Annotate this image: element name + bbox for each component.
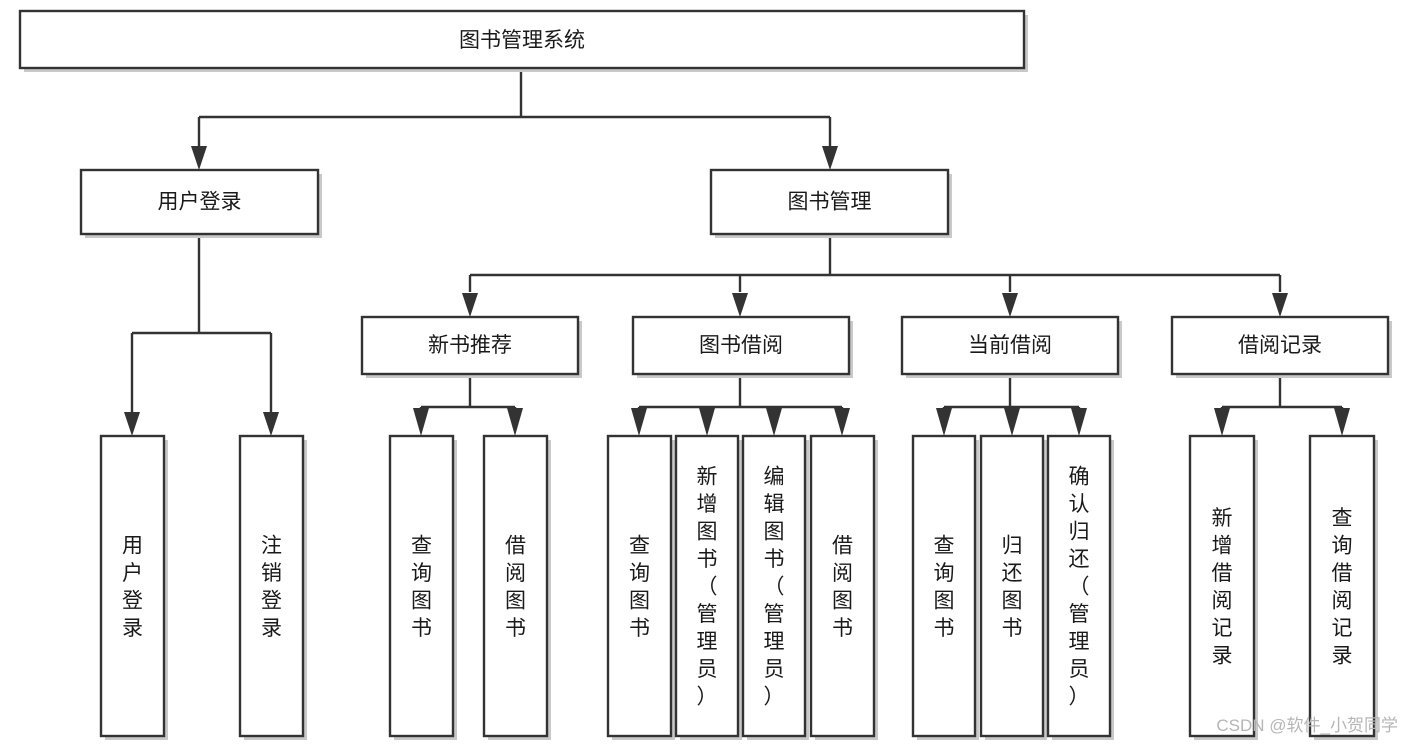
node-leaf-query-book-1-box (388, 434, 455, 738)
node-leaf-confirm-return-admin[interactable]: 确认归还（管理员） (1046, 434, 1114, 740)
node-borrow-record-box (1170, 315, 1390, 376)
node-new-book-recommend-box (360, 315, 580, 376)
arrowhead-leaf-edit-book-admin (766, 408, 782, 436)
node-leaf-add-book-admin[interactable]: 新增图书（管理员） (674, 434, 742, 740)
node-leaf-return-book[interactable]: 归还图书 (979, 434, 1047, 740)
arrowhead-current-borrow (1002, 293, 1018, 317)
node-leaf-query-book-1-label: 查询图书 (411, 534, 432, 640)
leaf-node-layer: 用户登录 注销登录 查询图书 借阅图书 查询图书 新增图书（管理员） 编辑图书（管理员） 借阅… (99, 434, 1378, 740)
arrowhead-leaf-add-borrow-record (1214, 408, 1230, 436)
arrowhead-leaf-return-book (1004, 408, 1020, 436)
node-root[interactable]: 图书管理系统 (18, 9, 1028, 72)
node-borrow-record[interactable]: 借阅记录 (1170, 315, 1392, 378)
node-leaf-return-book-box (979, 434, 1045, 738)
node-current-borrow-box (900, 315, 1120, 376)
edge-currentborrow-trunk (942, 374, 1081, 412)
arrowhead-leaf-borrow-book-1 (507, 408, 523, 436)
node-leaf-query-borrow-record-box (1308, 434, 1376, 738)
arrowhead-book-borrow (732, 293, 748, 317)
node-new-book-recommend-label: 新书推荐 (428, 334, 512, 357)
arrowhead-leaf-query-book-1 (413, 408, 429, 436)
node-new-book-recommend[interactable]: 新书推荐 (360, 315, 582, 378)
node-leaf-add-book-admin-label: 新增图书（管理员） (697, 466, 718, 709)
node-leaf-user-login[interactable]: 用户登录 (99, 434, 168, 740)
node-leaf-query-book-2-label: 查询图书 (629, 534, 650, 640)
node-leaf-query-book-3-label: 查询图书 (934, 534, 955, 640)
arrowhead-leaf-add-book-admin (699, 408, 715, 436)
node-book-manage-label: 图书管理 (788, 191, 872, 214)
arrowhead-leaf-user-login (124, 412, 140, 436)
node-leaf-add-book-admin-box (674, 434, 740, 738)
node-leaf-user-login-box (99, 434, 166, 738)
node-book-manage[interactable]: 图书管理 (709, 168, 952, 238)
edge-newbook-trunk (419, 374, 517, 412)
edge-borrowrecord-trunk (1220, 374, 1344, 412)
node-leaf-user-login-label: 用户登录 (122, 534, 143, 640)
arrowhead-leaf-logout-login (263, 412, 279, 436)
node-book-borrow-box (631, 315, 851, 376)
node-leaf-query-book-2[interactable]: 查询图书 (606, 434, 675, 740)
node-book-borrow[interactable]: 图书借阅 (631, 315, 853, 378)
node-leaf-add-borrow-record[interactable]: 新增借阅记录 (1188, 434, 1258, 740)
node-user-login[interactable]: 用户登录 (79, 168, 322, 238)
arrowhead-borrow-record (1272, 293, 1288, 317)
node-leaf-query-book-1[interactable]: 查询图书 (388, 434, 457, 740)
node-leaf-borrow-book-1[interactable]: 借阅图书 (482, 434, 551, 740)
node-leaf-query-borrow-record[interactable]: 查询借阅记录 (1308, 434, 1378, 740)
node-leaf-borrow-book-2-label: 借阅图书 (832, 534, 853, 640)
node-book-manage-box (709, 168, 950, 236)
node-leaf-add-borrow-record-label: 新增借阅记录 (1212, 507, 1233, 668)
arrowhead-leaf-query-book-2 (631, 408, 647, 436)
node-user-login-label: 用户登录 (158, 191, 242, 214)
arrowhead-leaf-query-book-3 (936, 408, 952, 436)
arrowhead-book-manage (822, 146, 838, 170)
connector-lines (124, 68, 1350, 436)
edge-userlogin-trunk (130, 234, 273, 412)
node-leaf-confirm-return-admin-box (1046, 434, 1112, 738)
edge-bookborrow-trunk (637, 374, 844, 412)
node-current-borrow-label: 当前借阅 (968, 334, 1052, 357)
arrowhead-leaf-query-borrow-record (1334, 408, 1350, 436)
node-borrow-record-label: 借阅记录 (1238, 334, 1322, 357)
csdn-watermark: CSDN @软件_小贺同学 (1216, 716, 1398, 735)
node-root-box (18, 9, 1026, 70)
edge-bookmanage-trunk (468, 234, 1282, 292)
node-leaf-add-borrow-record-box (1188, 434, 1256, 738)
node-leaf-borrow-book-1-label: 借阅图书 (505, 534, 526, 640)
arrowhead-leaf-borrow-book-2 (834, 408, 850, 436)
node-leaf-confirm-return-admin-label: 确认归还（管理员） (1069, 466, 1090, 709)
node-leaf-logout-login-label: 注销登录 (261, 534, 282, 640)
arrowhead-leaf-confirm-return-admin (1071, 408, 1087, 436)
arrowhead-new-book-recommend (462, 293, 478, 317)
node-leaf-borrow-book-1-box (482, 434, 549, 738)
node-leaf-logout-login[interactable]: 注销登录 (238, 434, 307, 740)
node-root-label: 图书管理系统 (459, 29, 585, 52)
arrowhead-user-login (191, 146, 207, 170)
node-leaf-query-book-3-box (911, 434, 977, 738)
node-user-login-box (79, 168, 320, 236)
node-leaf-query-book-3[interactable]: 查询图书 (911, 434, 979, 740)
node-leaf-query-borrow-record-label: 查询借阅记录 (1332, 507, 1353, 668)
edge-root-trunk (197, 68, 832, 160)
node-book-borrow-label: 图书借阅 (699, 334, 783, 357)
node-leaf-return-book-label: 归还图书 (1002, 534, 1023, 640)
node-leaf-edit-book-admin[interactable]: 编辑图书（管理员） (741, 434, 809, 740)
node-leaf-borrow-book-2[interactable]: 借阅图书 (809, 434, 878, 740)
node-leaf-query-book-2-box (606, 434, 673, 738)
node-leaf-logout-login-box (238, 434, 305, 738)
node-leaf-edit-book-admin-label: 编辑图书（管理员） (764, 466, 785, 709)
node-leaf-edit-book-admin-box (741, 434, 807, 738)
node-current-borrow[interactable]: 当前借阅 (900, 315, 1122, 378)
node-leaf-borrow-book-2-box (809, 434, 876, 738)
